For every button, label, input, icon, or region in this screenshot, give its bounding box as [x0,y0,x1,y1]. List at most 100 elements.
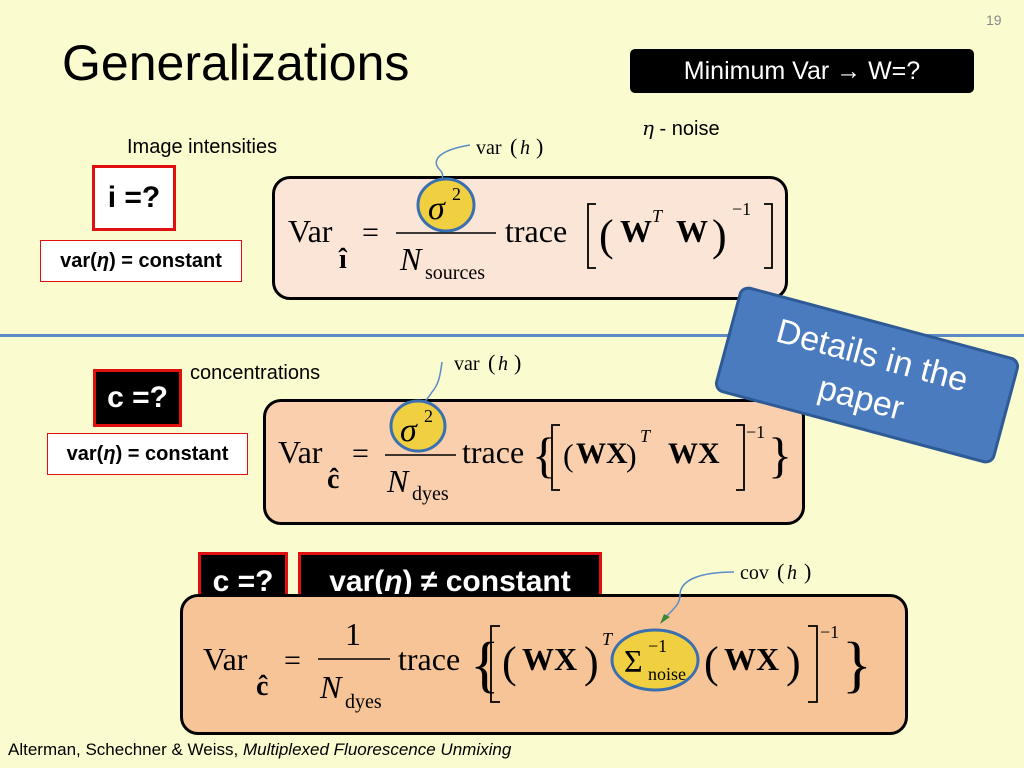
eq3-Sigma-exp: −1 [648,636,667,656]
eq1-var: Var [288,213,333,249]
eq1-W1: W [620,213,652,249]
eq2-exp: −1 [746,422,765,442]
eq2-paren-right: ) [626,437,637,473]
eq3-paren-left: ( [502,638,517,687]
eq2-equals: = [352,437,369,470]
eq3-sigma-highlight [610,628,700,692]
eq2-N-sub: dyes [412,483,449,505]
var-post: ) = constant [109,250,222,272]
eq3-brace-right: } [842,631,872,699]
var-pre: var( [66,443,104,465]
citation-authors: Alterman, Schechner & Weiss, [8,740,243,759]
eq1-bracket-left [587,203,596,269]
annotation-paren-2: ) [536,134,543,159]
var-pre: var( [329,565,385,598]
annotation-h-3: h [787,562,797,584]
eq3-WX1: WX [522,641,577,677]
c-question-box-1: c =? [93,369,182,427]
eq3-equals: = [284,644,301,677]
annotation-cov-h: cov [740,562,769,584]
eq3-bracket-right [808,625,818,703]
eq1-N-sub: sources [425,262,485,284]
equation-box-3 [180,594,908,735]
annotation-paren-1: ( [510,134,517,159]
annotation-h-1: h [520,137,530,159]
eq3-brace-left: { [470,631,500,699]
eq2-sigma-exp: 2 [424,406,433,426]
equation-box-1 [272,176,788,300]
eta-symbol: η [384,565,403,598]
eta-symbol: η [96,250,110,272]
eq1-equals: = [362,216,379,249]
eq2-var: Var [278,434,323,470]
eq1-exp: −1 [732,199,751,219]
eta-symbol: η [103,443,116,465]
annotation-paren-6: ) [804,559,811,584]
annotation-arrow-3 [664,571,735,619]
eq2-paren-left: ( [563,437,574,473]
eq2-sigma-highlight [389,399,447,453]
eq3-paren-left-2: ( [704,638,719,687]
eq3-one: 1 [345,616,361,652]
eq1-N: N [399,241,423,277]
eq3-var: Var [203,641,248,677]
eq1-bracket-right [764,203,773,269]
minimum-var-box: Minimum Var → W=? [630,49,974,93]
eq3-N-sub: dyes [345,691,382,713]
annotation-paren-3: ( [488,350,495,375]
eq2-sigma: σ [400,412,418,449]
eq3-paren-right-2: ) [786,638,801,687]
page-number: 19 [986,12,1002,28]
eq1-sigma-exp: 2 [452,184,461,204]
concentrations-label: concentrations [190,362,321,384]
eq1-sigma: σ [428,190,446,227]
eq3-exp: −1 [820,622,839,642]
slide-title: Generalizations [62,35,410,91]
eq3-Sigma-sub: noise [648,664,686,684]
annotation-paren-4: ) [514,350,521,375]
eq3-trace: trace [398,641,460,677]
eq3-bracket-left [490,625,500,703]
i-question-box: i =? [92,165,176,231]
var-constant-box-1: var(η) = constant [40,240,242,282]
eta-symbol: η [642,116,654,140]
eta-noise-label: η - noise [642,116,720,141]
image-intensities-label: Image intensities [127,136,278,158]
arrow-head-3 [660,614,670,624]
eq3-Sigma: Σ [624,643,643,679]
eq2-T: T [640,426,652,446]
citation: Alterman, Schechner & Weiss, Multiplexed… [8,740,511,760]
eq3-sub: ĉ [256,671,268,702]
eq1-paren-left: ( [599,211,614,260]
var-post: ) ≠ constant [402,565,571,598]
section-divider [0,334,1024,337]
eq1-sigma-highlight [416,177,476,233]
eq2-sub: ĉ [327,464,339,495]
eq2-brace-right: } [768,427,792,483]
eq2-N: N [386,463,410,499]
eq2-WX1: WX [576,437,628,470]
eq1-T: T [652,206,664,226]
annotation-paren-5: ( [777,559,784,584]
eq2-trace: trace [462,434,524,470]
eq3-WX2: WX [724,641,779,677]
eq1-paren-right: ) [712,211,727,260]
eq2-bracket-left [551,424,560,491]
eq1-W2: W [676,213,708,249]
eq3-N: N [319,669,343,705]
var-constant-box-2: var(η) = constant [47,433,248,475]
annotation-var-h-2: var [454,353,480,375]
eq1-sub: î [338,244,348,275]
eq2-bracket-right [736,424,745,491]
citation-title: Multiplexed Fluorescence Unmixing [242,740,512,759]
eq3-paren-right: ) [584,638,599,687]
annotation-var-h-1: var [476,137,502,159]
eta-noise-text: - noise [653,118,720,140]
eq2-WX2: WX [668,437,720,470]
var-pre: var( [60,250,97,272]
var-post: ) = constant [115,443,229,465]
equation-box-2 [263,399,805,525]
eq1-trace: trace [505,213,567,249]
